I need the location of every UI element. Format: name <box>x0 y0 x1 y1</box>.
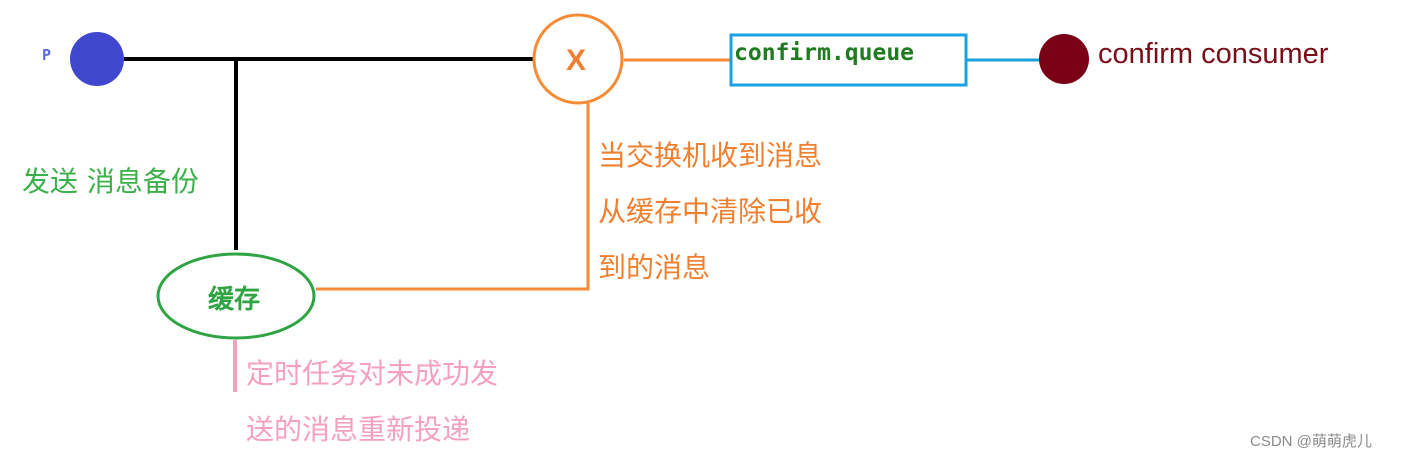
consumer-label: confirm consumer <box>1098 38 1329 70</box>
exchange-ack-line-2: 从缓存中清除已收 <box>598 195 823 228</box>
queue-label: confirm.queue <box>734 40 915 66</box>
exchange-node <box>532 13 624 105</box>
exchange-cache-ack-line <box>316 98 590 291</box>
producer-label: P <box>42 46 52 64</box>
producer-node <box>70 32 124 86</box>
send-backup-note: 发送 消息备份 <box>22 165 199 198</box>
cache-node <box>156 252 316 340</box>
exchange-ack-line-3: 到的消息 <box>598 251 711 284</box>
consumer-node <box>1039 34 1089 84</box>
exchange-ack-note: 当交换机收到消息 从缓存中清除已收 到的消息 <box>598 128 822 296</box>
cache-label: 缓存 <box>208 285 261 315</box>
scheduled-resend-note: 定时任务对未成功发 送的消息重新投递 <box>246 346 498 458</box>
exchange-ack-line-1: 当交换机收到消息 <box>598 139 823 172</box>
watermark: CSDN @萌萌虎儿 <box>1250 433 1372 450</box>
scheduled-resend-line-1: 定时任务对未成功发 <box>246 357 499 390</box>
scheduled-resend-line-2: 送的消息重新投递 <box>246 413 471 446</box>
queue-box <box>729 33 968 87</box>
exchange-label: X <box>566 44 587 77</box>
